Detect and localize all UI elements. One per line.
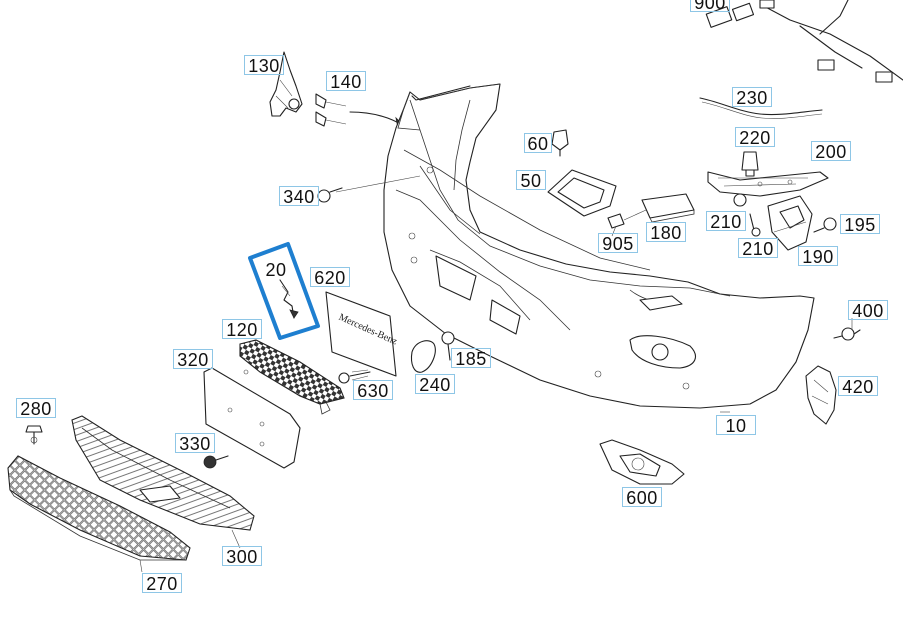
label-180: 180 — [646, 222, 686, 243]
label-140: 140 — [326, 71, 366, 92]
screw-185-part — [441, 331, 455, 361]
lower-grille-300-part — [71, 415, 255, 531]
label-195: 195 — [840, 214, 880, 235]
bracket-420-part — [805, 365, 837, 425]
label-270: 270 — [142, 573, 182, 594]
label-280: 280 — [16, 398, 56, 419]
plate-holder-320-part — [203, 367, 301, 469]
tow-cap-240-part — [410, 340, 436, 373]
label-220: 220 — [735, 127, 775, 148]
label-200: 200 — [811, 141, 851, 162]
bracket-200-part — [707, 171, 829, 197]
label-60: 60 — [524, 133, 552, 154]
label-320: 320 — [173, 349, 213, 370]
screw-340-part — [317, 187, 343, 203]
label-130: 130 — [244, 55, 284, 76]
label-905: 905 — [598, 233, 638, 254]
clip-60-part — [551, 129, 569, 157]
label-600: 600 — [622, 487, 662, 508]
wiring-harness-part — [705, 0, 903, 83]
label-420: 420 — [838, 376, 878, 397]
label-230: 230 — [732, 87, 772, 108]
license-plate-620-part: Mercedes-Benz — [325, 291, 399, 377]
label-240: 240 — [415, 374, 455, 395]
label-400: 400 — [848, 300, 888, 321]
screw-630-part — [338, 369, 371, 384]
label-210a: 210 — [706, 211, 746, 232]
connector-905-part — [607, 209, 647, 229]
bracket-130-part — [269, 51, 303, 117]
bumper-cover-10-part — [383, 83, 815, 409]
label-190: 190 — [798, 246, 838, 267]
screw-210-part — [733, 193, 761, 237]
mesh-grille-270-part — [7, 455, 191, 561]
label-630: 630 — [353, 380, 393, 401]
clip-220-part — [741, 151, 759, 177]
screw-195-part — [813, 217, 837, 233]
label-185: 185 — [451, 348, 491, 369]
frame-50-part — [547, 169, 617, 217]
module-180-part — [641, 193, 695, 223]
label-330: 330 — [175, 433, 215, 454]
label-210b: 210 — [738, 238, 778, 259]
label-50: 50 — [516, 170, 546, 191]
clip-140-part — [315, 93, 347, 127]
label-120: 120 — [222, 319, 262, 340]
grille-120-part — [239, 339, 345, 415]
label-900: 900 — [690, 0, 730, 13]
label-340: 340 — [279, 186, 319, 207]
label-620: 620 — [310, 267, 350, 288]
strip-230-part — [699, 97, 823, 116]
bracket-190-part — [767, 195, 813, 251]
screw-330-part — [203, 455, 229, 469]
screw-280-part — [25, 425, 43, 445]
label-300: 300 — [222, 546, 262, 567]
screw-400-part — [833, 327, 861, 341]
emblem-20-part — [248, 242, 320, 340]
fog-frame-600-part — [599, 439, 685, 485]
label-10: 10 — [716, 415, 756, 436]
label-20: 20 — [265, 260, 287, 280]
